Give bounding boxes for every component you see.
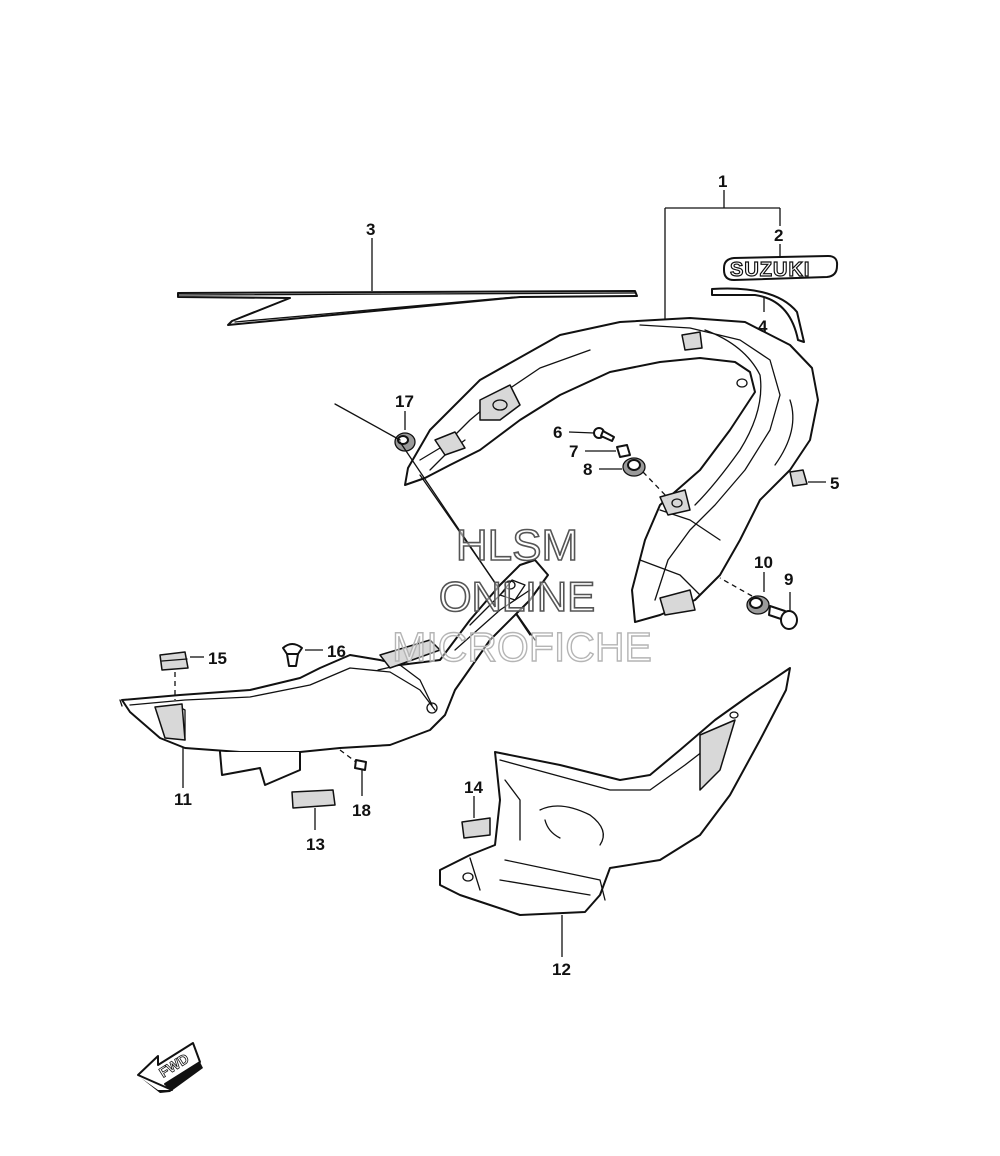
emblem-text: SUZUKI: [730, 259, 810, 281]
callout-10: 10: [754, 553, 773, 572]
bolt-part-9: [768, 592, 798, 630]
bolt-part-6: [568, 427, 615, 442]
callout-5: 5: [830, 474, 839, 493]
callout-13: 13: [306, 835, 325, 854]
callout-6: 6: [553, 423, 562, 442]
side-stripe-part: [177, 290, 638, 326]
rivet-part-16: [282, 643, 323, 667]
callout-labels: 1 2 3 4 5 6 7 8 9 10 11 12 13 14 15 16 1…: [174, 172, 839, 979]
forward-arrow-icon: FWD: [137, 1042, 203, 1093]
callout-12: 12: [552, 960, 571, 979]
watermark-line-1: HLSM: [456, 521, 578, 570]
suzuki-emblem-part: SUZUKI: [723, 255, 839, 282]
watermark-line-3: MICROFICHE: [392, 624, 652, 670]
clip-part-5: [789, 469, 826, 487]
callout-1: 1: [718, 172, 727, 191]
callout-3: 3: [366, 220, 375, 239]
pad-part-13: [291, 789, 336, 830]
side-cover-part: [439, 667, 791, 957]
callout-11: 11: [174, 790, 192, 809]
callout-2: 2: [774, 226, 783, 245]
watermark-line-2: ONLINE: [439, 573, 595, 620]
seat-rail-part: [119, 559, 549, 788]
callout-18: 18: [352, 801, 371, 820]
callout-17: 17: [395, 392, 414, 411]
callout-7: 7: [569, 442, 578, 461]
screw-part-18: [339, 749, 367, 796]
pad-part-14: [461, 796, 491, 839]
callout-14: 14: [464, 778, 483, 797]
watermark: HLSM ONLINE MICROFICHE: [391, 520, 652, 671]
washer-part-7: [585, 444, 631, 458]
callout-16: 16: [327, 642, 346, 661]
tail-trim-part: [711, 287, 805, 343]
seat-tail-cowling-part: [404, 317, 819, 623]
callout-8: 8: [583, 460, 592, 479]
grommet-part-15: [159, 651, 204, 700]
callout-15: 15: [208, 649, 227, 668]
grommet-part-10: [719, 572, 770, 615]
grommet-part-8: [599, 457, 669, 499]
callout-4: 4: [758, 317, 768, 336]
assembly-bracket: [371, 190, 781, 320]
callout-9: 9: [784, 570, 793, 589]
